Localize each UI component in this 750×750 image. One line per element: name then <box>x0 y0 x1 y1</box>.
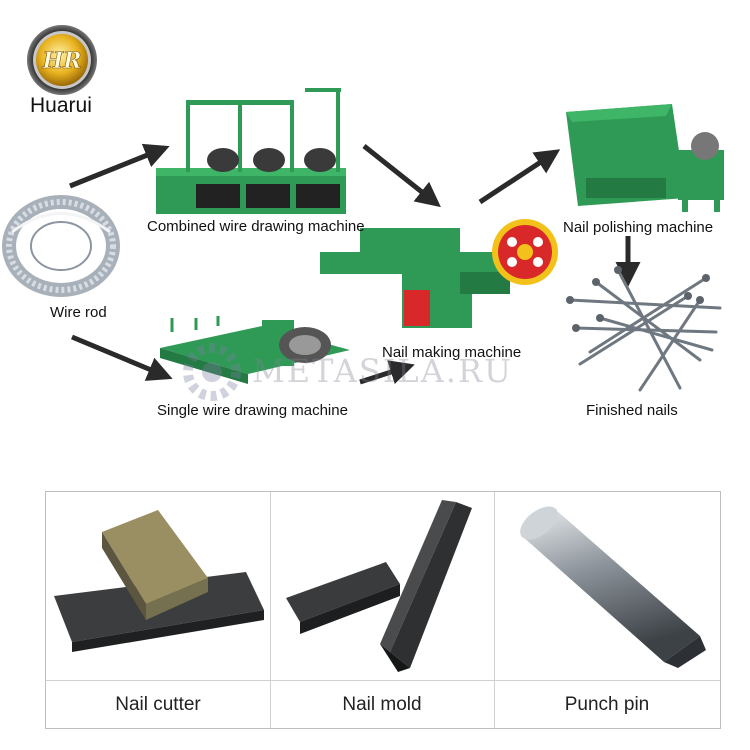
part-label-nail-cutter: Nail cutter <box>46 680 270 728</box>
label-nail-polishing: Nail polishing machine <box>563 219 714 236</box>
spare-parts-panel: Nail cutter Nail mold Punch pin <box>45 491 721 729</box>
label-combined-wire-drawing: Combined wire drawing machine <box>147 218 365 235</box>
label-finished-nails: Finished nails <box>586 402 678 419</box>
flow-arrows <box>69 143 641 385</box>
part-label-punch-pin: Punch pin <box>494 680 720 728</box>
process-flow-diagram <box>2 88 724 401</box>
logo-monogram: HR <box>41 48 81 74</box>
nail-making-machine-image <box>320 219 558 328</box>
part-nail-cutter: Nail cutter <box>46 492 271 728</box>
part-nail-mold: Nail mold <box>270 492 495 728</box>
wire-rod-coil-image <box>2 195 120 297</box>
part-label-nail-mold: Nail mold <box>270 680 494 728</box>
nail-mold-image <box>286 500 472 672</box>
label-nail-making: Nail making machine <box>382 344 522 361</box>
nail-cutter-image <box>54 510 264 652</box>
watermark-text: METASILA.RU <box>252 352 513 390</box>
punch-pin-image <box>520 506 706 668</box>
brand-logo: HR <box>26 24 98 96</box>
single-wire-drawing-machine-image <box>160 316 350 384</box>
brand-name: Huarui <box>30 94 92 117</box>
nail-heads <box>566 266 710 332</box>
watermark-gear-icon <box>183 343 241 401</box>
nail-polishing-machine-image <box>566 104 724 212</box>
part-punch-pin: Punch pin <box>494 492 720 728</box>
finished-nails-image <box>568 268 722 392</box>
label-wire-rod: Wire rod <box>50 304 107 321</box>
combined-wire-drawing-machine-image <box>156 88 346 214</box>
label-single-wire-drawing: Single wire drawing machine <box>157 402 348 419</box>
